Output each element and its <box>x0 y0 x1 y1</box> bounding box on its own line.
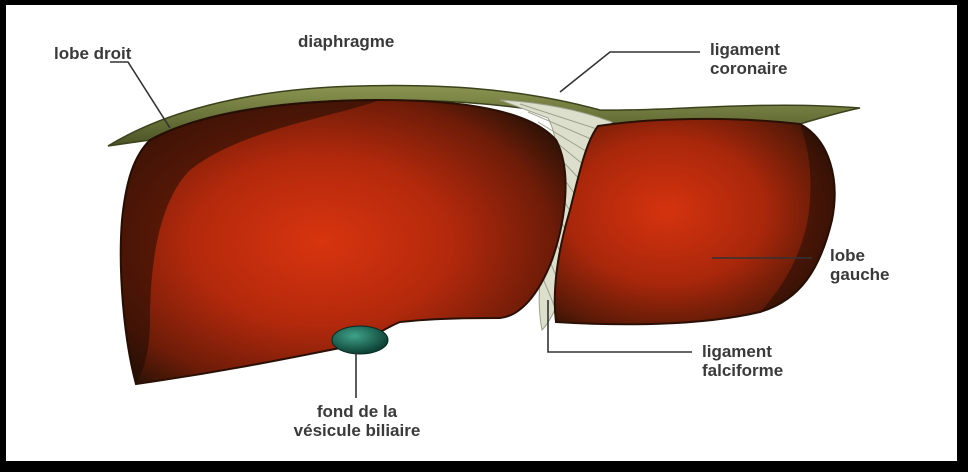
label-fond-vesicule-line1: fond de la <box>262 402 452 421</box>
label-ligament-coronaire-line2: coronaire <box>710 59 787 78</box>
label-lobe-gauche: lobe gauche <box>830 246 890 284</box>
label-fond-vesicule-line2: vésicule biliaire <box>262 421 452 440</box>
gallbladder-fundus <box>332 326 388 354</box>
leader-ligament-coronaire <box>560 52 700 92</box>
label-ligament-falciforme-line2: falciforme <box>702 361 783 380</box>
label-fond-vesicule: fond de la vésicule biliaire <box>262 402 452 440</box>
label-lobe-gauche-line1: lobe <box>830 246 890 265</box>
label-lobe-droit: lobe droit <box>54 44 131 63</box>
label-ligament-coronaire-line1: ligament <box>710 40 787 59</box>
label-ligament-coronaire: ligament coronaire <box>710 40 787 78</box>
label-diaphragme: diaphragme <box>298 32 394 51</box>
leader-lobe-droit <box>110 62 170 128</box>
label-lobe-gauche-line2: gauche <box>830 265 890 284</box>
label-ligament-falciforme: ligament falciforme <box>702 342 783 380</box>
label-ligament-falciforme-line1: ligament <box>702 342 783 361</box>
